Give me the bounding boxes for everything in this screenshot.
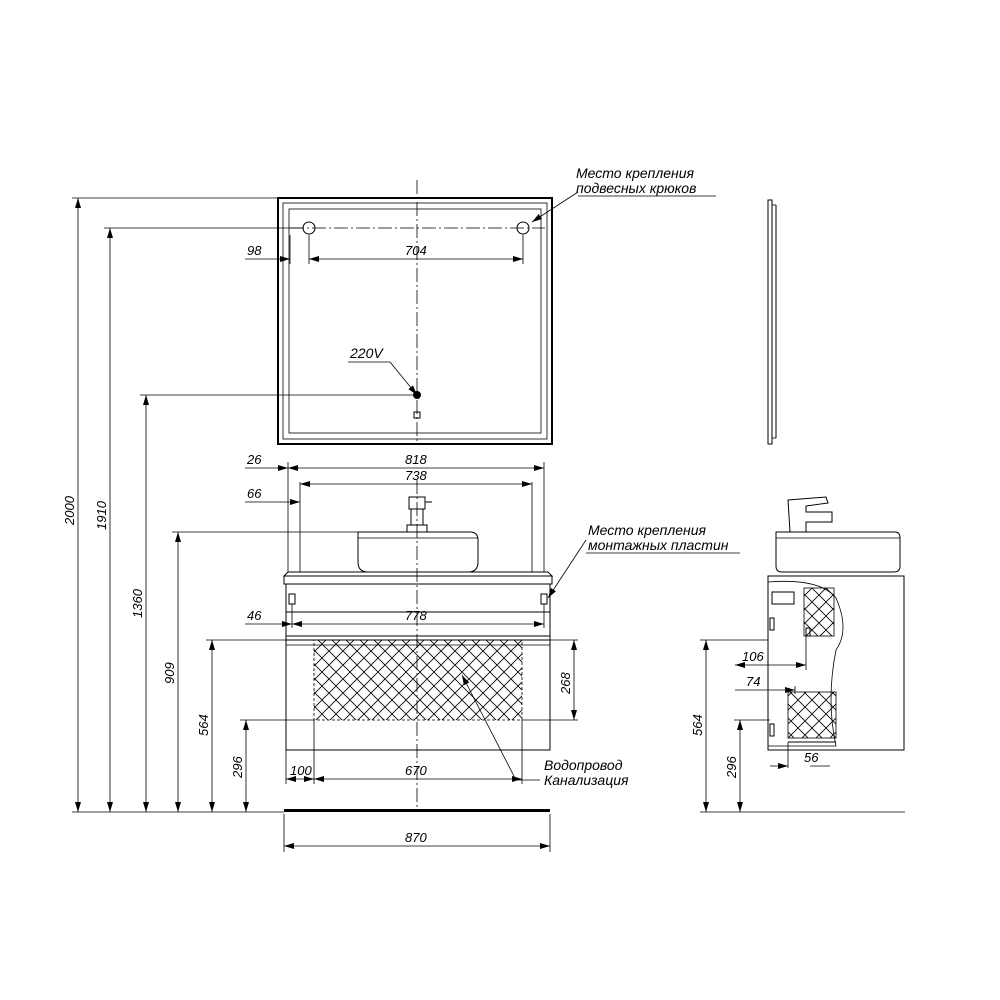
dim-870: 870 <box>405 830 427 845</box>
washbasin-front <box>357 531 479 573</box>
dim-66: 66 <box>247 486 262 501</box>
dim-778: 778 <box>405 608 427 623</box>
dim-1910: 1910 <box>94 500 109 530</box>
dim-98: 98 <box>247 243 262 258</box>
dim-909: 909 <box>162 662 177 684</box>
dim-818: 818 <box>405 452 427 467</box>
vanity-side <box>700 496 905 813</box>
dim-106: 106 <box>742 649 764 664</box>
vanity-front: Место крепления монтажных пластин Водопр… <box>282 480 740 812</box>
dim-296: 296 <box>230 756 245 779</box>
floor-plate <box>284 809 550 812</box>
switch-icon <box>413 411 421 419</box>
voltage-label: 220V <box>349 345 384 361</box>
mirror-front: 220V Место крепления подвесных крюков 98… <box>245 165 716 445</box>
plates-note-line2: монтажных пластин <box>588 537 729 553</box>
dim-74: 74 <box>746 674 760 689</box>
water-note-line2: Канализация <box>544 772 629 788</box>
faucet-front-icon <box>406 496 432 533</box>
water-note-line1: Водопровод <box>544 757 623 773</box>
dim-564: 564 <box>196 714 211 736</box>
hook-right-icon <box>516 221 530 235</box>
plate-left-icon <box>288 593 296 605</box>
dim-670: 670 <box>405 763 427 778</box>
dim-26: 26 <box>246 452 262 467</box>
plate-right-icon <box>540 593 548 605</box>
washbasin-side <box>775 531 901 573</box>
dim-side-296: 296 <box>724 756 739 779</box>
side-dimensions: 106 74 56 564 296 <box>690 636 830 812</box>
dim-side-564: 564 <box>690 714 705 736</box>
dim-704: 704 <box>405 243 427 258</box>
dim-738: 738 <box>405 468 427 483</box>
dim-268: 268 <box>558 672 573 695</box>
dim-56: 56 <box>804 750 819 765</box>
hooks-note-line2: подвесных крюков <box>576 180 696 196</box>
dim-1360: 1360 <box>130 588 145 618</box>
dim-100: 100 <box>290 763 312 778</box>
dim-46: 46 <box>247 608 262 623</box>
hooks-note-line1: Место крепления <box>576 165 695 181</box>
faucet-side-icon <box>787 496 833 533</box>
height-dimensions: 2000 1910 1360 909 564 296 <box>62 197 413 813</box>
plates-note-line1: Место крепления <box>588 522 707 538</box>
mirror-side <box>767 199 777 445</box>
dim-2000: 2000 <box>62 495 77 526</box>
vanity-front-dimensions: 26 818 738 66 46 778 268 100 670 870 <box>245 452 578 852</box>
